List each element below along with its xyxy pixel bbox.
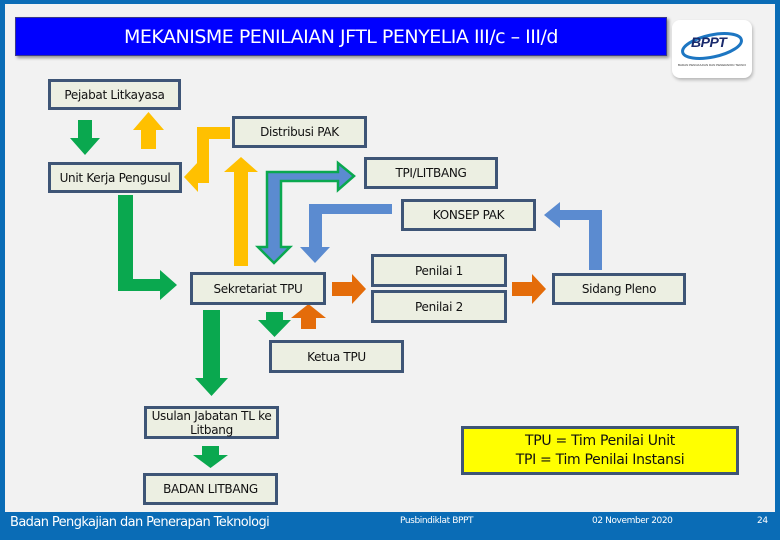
logo-text: BPPT: [691, 34, 727, 50]
arrow-bent-right-icon: [118, 195, 177, 300]
node-sekretariat-tpu: Sekretariat TPU: [190, 272, 326, 305]
node-sidang-pleno: Sidang Pleno: [552, 273, 686, 305]
page-title: MEKANISME PENILAIAN JFTL PENYELIA III/c …: [15, 17, 667, 56]
footer-organization: Badan Pengkajian dan Penerapan Teknologi: [10, 515, 270, 530]
node-pejabat-litkayasa: Pejabat Litkayasa: [48, 79, 181, 110]
arrow-up-icon: [291, 304, 326, 329]
logo-swoosh-icon: [681, 32, 743, 60]
legend-box: TPU = Tim Penilai Unit TPI = Tim Penilai…: [461, 426, 739, 475]
arrow-down-icon: [70, 120, 100, 155]
node-konsep-pak: KONSEP PAK: [401, 199, 536, 231]
arrow-bent-right-down-icon: [254, 160, 356, 265]
node-unit-kerja-pengusul: Unit Kerja Pengusul: [48, 162, 182, 193]
legend-line-tpi: TPI = Tim Penilai Instansi: [515, 451, 685, 468]
bppt-logo: BPPT BADAN PENGKAJIAN DAN PENERAPAN TEKN…: [672, 20, 752, 78]
arrow-down-icon: [193, 446, 228, 468]
arrow-bent-up-left-icon: [544, 202, 602, 270]
arrow-bent-left-icon: [184, 127, 230, 192]
arrow-bent-down-icon: [300, 204, 392, 263]
arrow-up-icon: [133, 112, 164, 149]
arrow-down-icon: [195, 310, 228, 396]
arrow-up-icon: [224, 157, 258, 266]
arrow-down-icon: [258, 312, 291, 337]
arrow-right-icon: [332, 274, 366, 304]
node-usulan-jabatan: Usulan Jabatan TL ke Litbang: [144, 406, 279, 439]
node-distribusi-pak: Distribusi PAK: [232, 116, 367, 148]
logo-subtitle: BADAN PENGKAJIAN DAN PENERAPAN TEKNOLOGI: [678, 63, 746, 67]
footer-page-number: 24: [757, 516, 768, 526]
node-penilai-1: Penilai 1: [371, 254, 507, 287]
node-penilai-2: Penilai 2: [371, 290, 507, 323]
footer-unit: Pusbindiklat BPPT: [400, 516, 474, 526]
node-tpi-litbang: TPI/LITBANG: [364, 157, 498, 189]
footer-date: 02 November 2020: [592, 516, 673, 526]
arrow-right-icon: [512, 274, 546, 304]
node-badan-litbang: BADAN LITBANG: [143, 473, 278, 505]
node-ketua-tpu: Ketua TPU: [269, 340, 404, 373]
legend-line-tpu: TPU = Tim Penilai Unit: [525, 432, 675, 449]
